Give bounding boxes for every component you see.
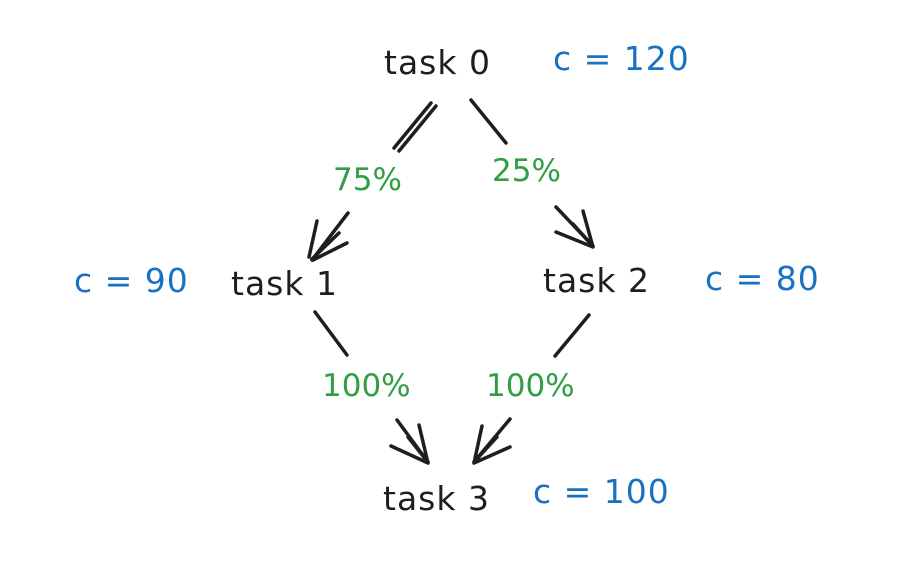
edge-task0-task2-probability: 25% [492, 153, 561, 189]
edge-task1-task3-line-upper [313, 310, 349, 357]
edge-task0-task1 [307, 101, 438, 262]
node-task-0-cost: c = 120 [553, 39, 690, 78]
edge-task0-task2-line-upper [469, 98, 508, 145]
arrowhead-task3-right-icon [472, 424, 512, 465]
edge-task0-task1-line-b [397, 104, 438, 153]
edge-task0-task2 [469, 98, 595, 249]
node-task-2-cost: c = 80 [705, 259, 820, 298]
arrowhead-task1-icon [307, 219, 349, 262]
edge-task1-task3-probability: 100% [322, 368, 411, 404]
edge-task2-task3-line-upper [553, 313, 591, 358]
arrowhead-task2-icon [554, 209, 595, 249]
arrowhead-task3-left-icon [389, 423, 430, 465]
node-task-1-label: task 1 [231, 264, 338, 303]
edge-task2-task3-probability: 100% [486, 368, 575, 404]
node-task-2-label: task 2 [543, 261, 650, 300]
edge-task0-task1-probability: 75% [333, 162, 402, 198]
edge-task0-task1-line-a [392, 101, 433, 150]
edge-task2-task3 [472, 313, 591, 465]
node-task-1-cost: c = 90 [74, 261, 189, 300]
node-task-0-label: task 0 [384, 43, 491, 82]
node-task-3-label: task 3 [383, 479, 490, 518]
edge-task1-task3 [313, 310, 430, 465]
node-task-3-cost: c = 100 [533, 472, 670, 511]
